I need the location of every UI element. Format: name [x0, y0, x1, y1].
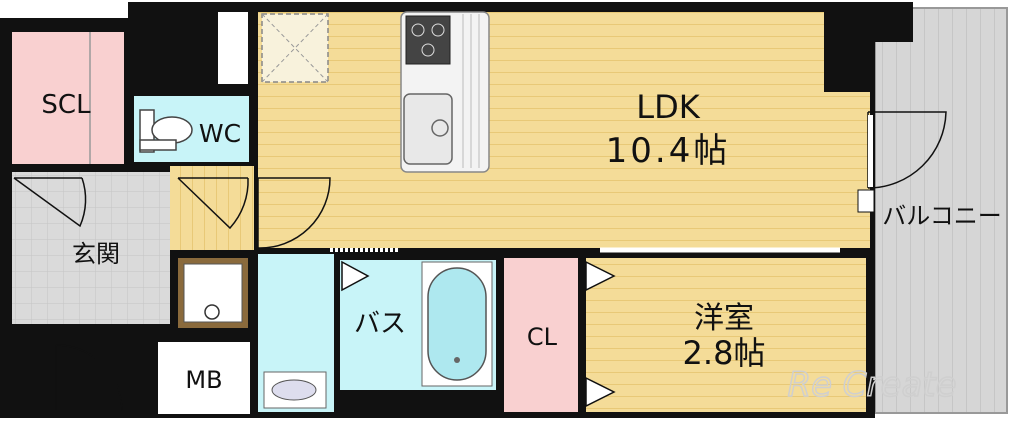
- balcony-label: バルコニー: [882, 202, 1002, 230]
- bathtub-icon: [421, 261, 493, 387]
- hallway: [170, 166, 254, 250]
- closet-doors: [341, 260, 616, 408]
- ldk-door-swing: [257, 177, 331, 249]
- ldk-size-label: 10.4帖: [606, 131, 731, 171]
- washbasin-icon: [263, 371, 327, 409]
- entrance-door-swing: [13, 177, 87, 228]
- western-room: [586, 258, 866, 412]
- stove-icon: [405, 15, 451, 65]
- closet-room: [504, 258, 578, 412]
- ceiling-storage: [261, 13, 329, 83]
- closet-label: CL: [527, 323, 558, 351]
- hall-door-swing: [177, 177, 249, 230]
- entrance-area: [12, 172, 170, 324]
- ldk-room: [258, 12, 870, 248]
- watermark: Re Create: [787, 365, 956, 405]
- scl-room: [12, 32, 124, 164]
- western-name-label: 洋室: [694, 301, 754, 336]
- balcony-area: [874, 7, 1008, 414]
- ldk-name-label: LDK: [636, 88, 700, 126]
- entrance-label: 玄関: [72, 240, 120, 268]
- wc-label: WC: [199, 119, 241, 148]
- toilet-icon: [139, 109, 193, 153]
- western-size-label: 2.8帖: [683, 334, 766, 372]
- mb-label: MB: [185, 366, 222, 394]
- shoe-box: [178, 258, 248, 328]
- bath-label: バス: [354, 309, 406, 339]
- entry-door: [55, 344, 123, 412]
- sink-icon: [403, 93, 453, 165]
- mb-closet: [158, 342, 250, 414]
- scl-label: SCL: [41, 90, 91, 120]
